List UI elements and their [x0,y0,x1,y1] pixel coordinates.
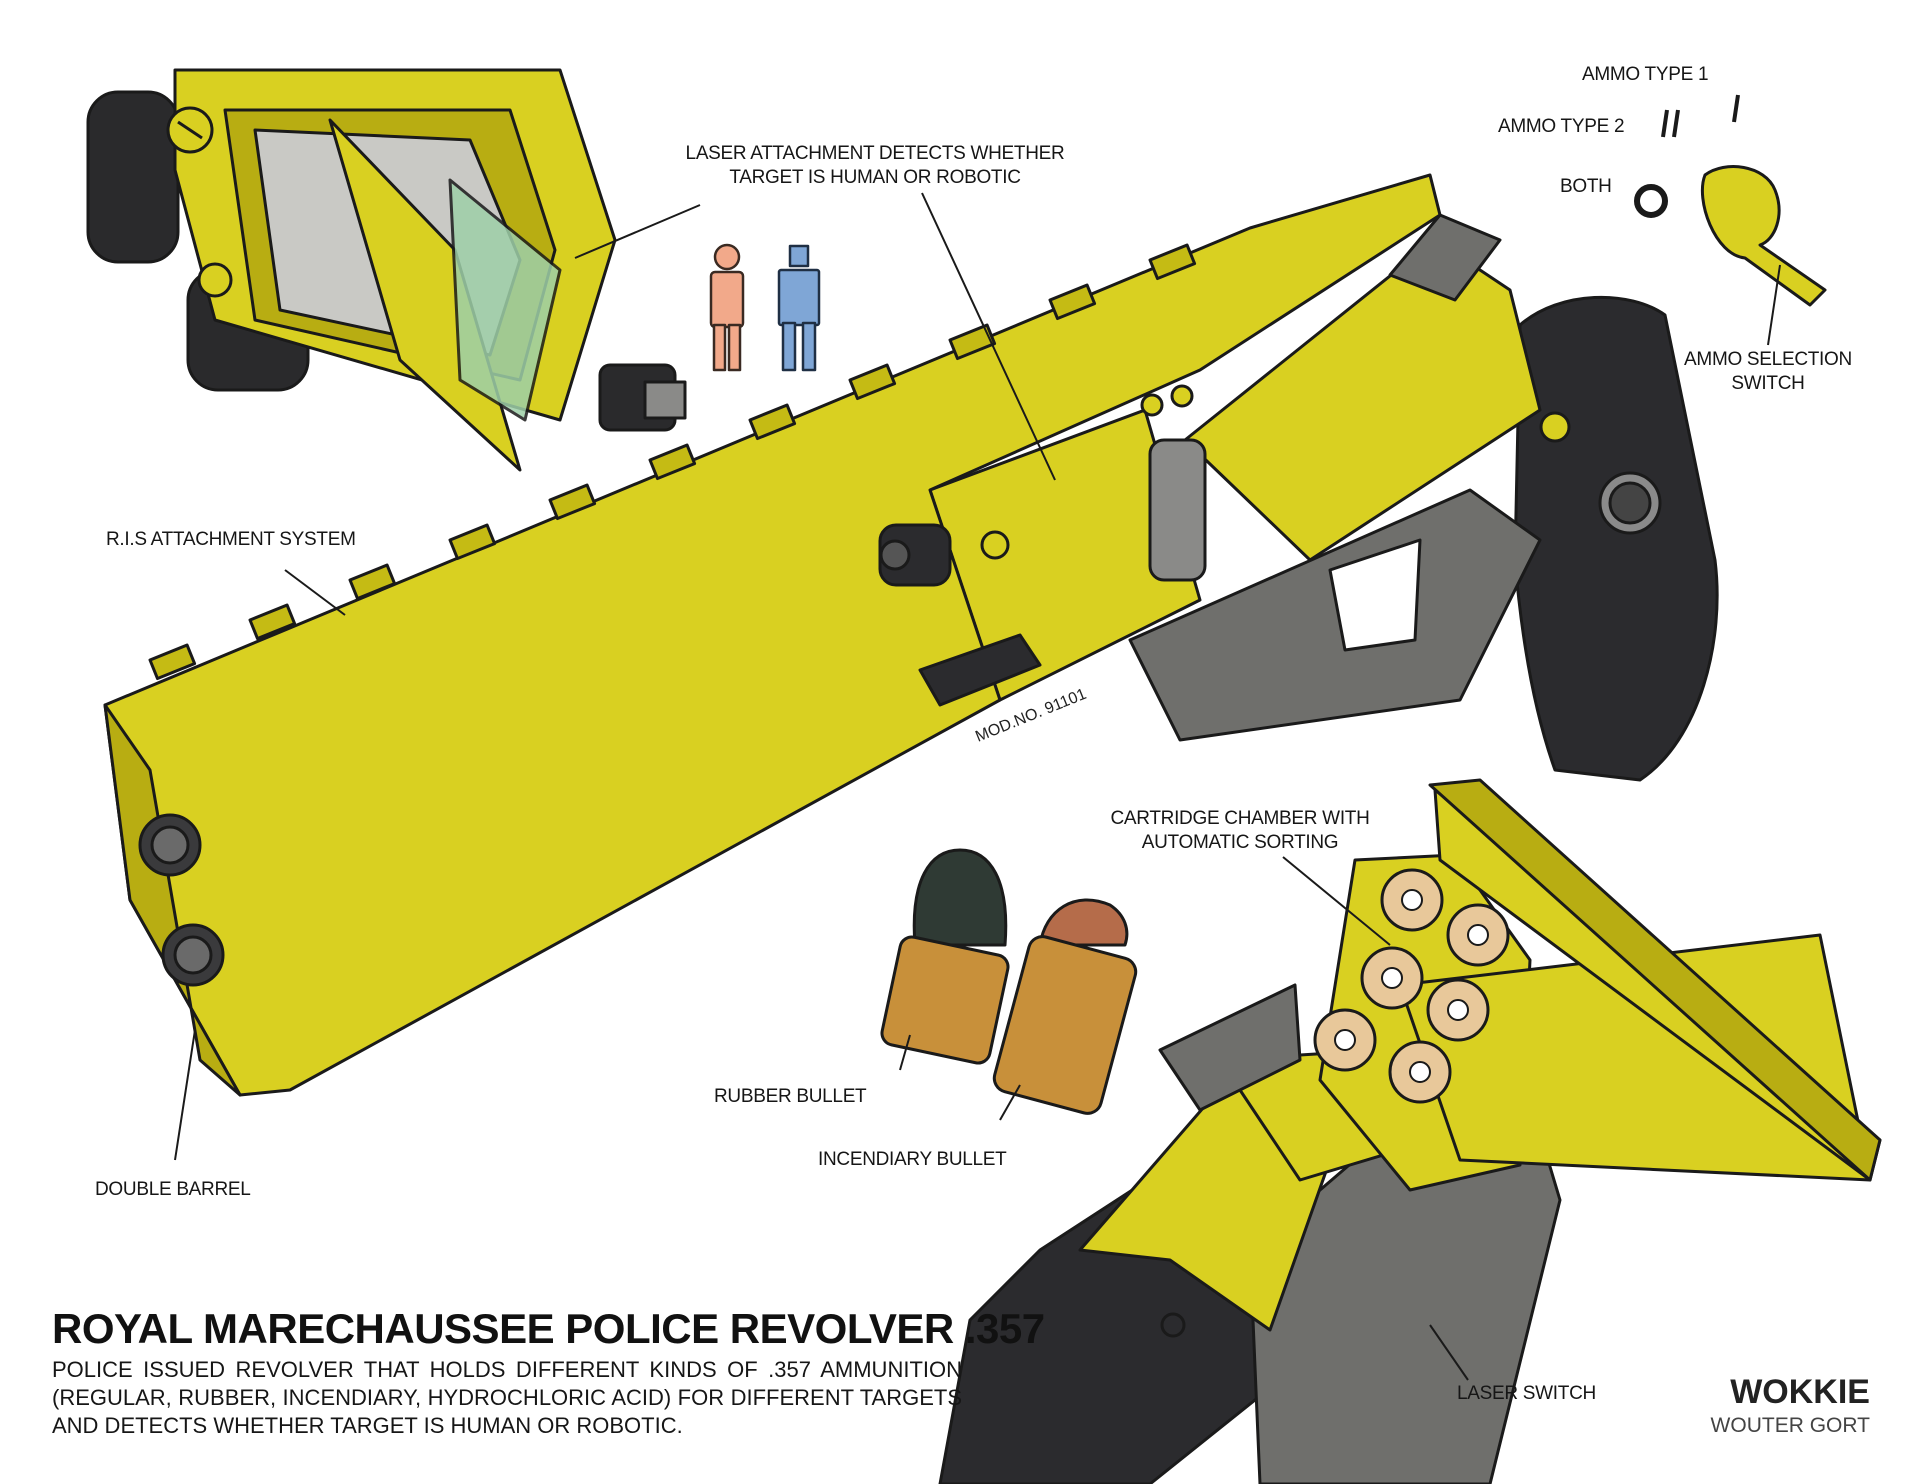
laser-callout-line-2: TARGET IS HUMAN OR ROBOTIC [729,166,1021,188]
cartridge-line-2: AUTOMATIC SORTING [1141,831,1339,853]
ammo-selection-line-2: SWITCH [1731,372,1805,394]
ammo-selection-callout: AMMO SELECTION SWITCH [1673,348,1863,396]
ammo-type-2-label: AMMO TYPE 2 [1498,116,1625,137]
page-title: ROYAL MARECHAUSSEE POLICE REVOLVER .357 [52,1305,1045,1352]
laser-switch-label: LASER SWITCH [1457,1383,1596,1404]
robot-figure-icon [777,244,821,372]
description-text: POLICE ISSUED REVOLVER THAT HOLDS DIFFER… [52,1357,962,1438]
incendiary-bullet [992,898,1138,1115]
callout-lines [174,192,1781,1381]
laser-attachment [86,68,687,472]
rubber-bullet-label: RUBBER BULLET [714,1086,867,1107]
selector-switch-icon [1634,94,1827,307]
incendiary-bullet-label: INCENDIARY BULLET [818,1149,1007,1170]
main-revolver [103,173,1719,1097]
rear-view-revolver [938,778,1882,1484]
ammo-selection-line-1: AMMO SELECTION [1684,349,1852,370]
cartridge-line-1: CARTRIDGE CHAMBER WITH [1110,808,1370,829]
artist-name: WOUTER GORT [1710,1414,1870,1437]
brand-name: WOKKIE [1730,1373,1870,1411]
laser-callout-line-1: LASER ATTACHMENT DETECTS WHETHER [685,143,1065,164]
double-barrel-label: DOUBLE BARREL [95,1179,251,1200]
rubber-bullet [880,848,1010,1065]
ammo-type-1-label: AMMO TYPE 1 [1582,64,1709,85]
ris-label: R.I.S ATTACHMENT SYSTEM [106,529,356,550]
both-label: BOTH [1560,176,1612,197]
human-figure-icon [709,243,745,372]
cartridge-chamber-callout: CARTRIDGE CHAMBER WITH AUTOMATIC SORTING [1090,807,1390,855]
laser-attachment-callout: LASER ATTACHMENT DETECTS WHETHER TARGET … [665,142,1085,190]
